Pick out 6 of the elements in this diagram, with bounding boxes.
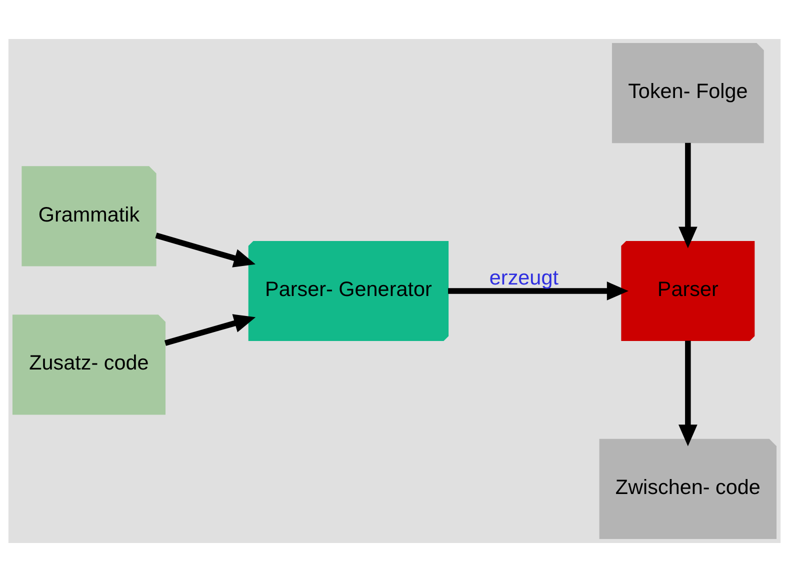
arrow (678, 142, 698, 248)
arrow (155, 232, 256, 267)
arrow (448, 281, 628, 300)
arrow (678, 340, 698, 446)
arrow (164, 314, 256, 346)
edge-label: erzeugt (489, 266, 558, 290)
